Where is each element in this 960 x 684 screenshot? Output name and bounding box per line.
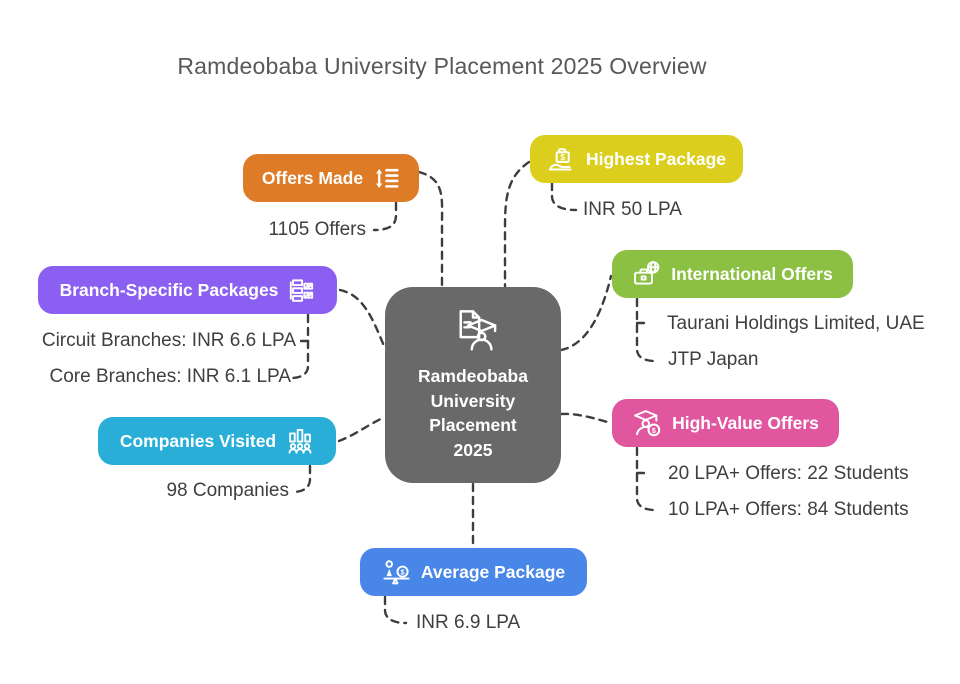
label-international-company-1: Taurani Holdings Limited, UAE bbox=[667, 313, 925, 334]
connector-center-to-highest bbox=[503, 160, 531, 289]
connector-international-labels bbox=[635, 297, 657, 363]
node-highest-package-label: Highest Package bbox=[585, 148, 727, 169]
center-line-4: 2025 bbox=[453, 439, 493, 460]
label-20lpa-offers: 20 LPA+ Offers: 22 Students bbox=[668, 463, 909, 484]
node-offers-made: Offers Made bbox=[243, 154, 419, 202]
node-high-value-offers-label: High-Value Offers bbox=[672, 412, 819, 433]
connector-offers-label bbox=[372, 201, 398, 232]
node-international-offers-label: International Offers bbox=[671, 263, 833, 284]
node-companies-visited: Companies Visited bbox=[98, 417, 336, 465]
connector-center-to-highvalue bbox=[559, 412, 613, 425]
connector-highvalue-labels bbox=[635, 446, 657, 512]
hierarchy-bars-icon bbox=[288, 277, 315, 304]
connector-companies-to-center bbox=[337, 415, 387, 443]
node-branch-specific-packages-label: Branch-Specific Packages bbox=[59, 279, 279, 300]
svg-text:$: $ bbox=[652, 426, 657, 435]
node-companies-visited-label: Companies Visited bbox=[119, 430, 277, 451]
chart-people-icon bbox=[286, 427, 314, 455]
node-international-offers: International Offers bbox=[612, 250, 853, 298]
connector-branch-to-center bbox=[338, 288, 386, 348]
page-title: Ramdeobaba University Placement 2025 Ove… bbox=[177, 53, 707, 79]
label-10lpa-offers: 10 LPA+ Offers: 84 Students bbox=[668, 499, 909, 520]
connector-average-label bbox=[383, 595, 408, 625]
node-highest-package: $ Highest Package bbox=[530, 135, 743, 183]
connector-companies-label bbox=[290, 464, 312, 494]
balance-coin-icon: $ bbox=[382, 558, 411, 587]
svg-text:$: $ bbox=[560, 152, 565, 162]
label-international-company-2: JTP Japan bbox=[668, 349, 759, 370]
node-branch-specific-packages: Branch-Specific Packages bbox=[38, 266, 337, 314]
connector-highest-label bbox=[550, 181, 578, 212]
node-average-package: $ Average Package bbox=[360, 548, 587, 596]
node-offers-made-label: Offers Made bbox=[261, 167, 364, 188]
center-line-3: Placement bbox=[429, 415, 517, 435]
node-high-value-offers: $ High-Value Offers bbox=[612, 399, 839, 447]
center-line-2: University bbox=[430, 390, 516, 411]
connector-offers-to-center bbox=[417, 170, 444, 289]
label-core-branches: Core Branches: INR 6.1 LPA bbox=[49, 366, 291, 387]
svg-text:$: $ bbox=[400, 567, 404, 576]
label-highest-package-value: INR 50 LPA bbox=[583, 199, 682, 220]
briefcase-dollar-hand-icon: $ bbox=[547, 145, 576, 174]
briefcase-globe-icon bbox=[632, 260, 661, 289]
label-companies-visited-value: 98 Companies bbox=[166, 480, 289, 501]
center-line-1: Ramdeobaba bbox=[418, 366, 528, 386]
graduate-coin-icon: $ bbox=[632, 408, 662, 438]
node-average-package-label: Average Package bbox=[420, 561, 566, 582]
connector-center-to-international bbox=[559, 274, 613, 352]
label-offers-made-value: 1105 Offers bbox=[268, 219, 366, 240]
center-node: Ramdeobaba University Placement 2025 bbox=[385, 287, 561, 483]
label-circuit-branches: Circuit Branches: INR 6.6 LPA bbox=[41, 330, 296, 351]
document-graduate-icon bbox=[446, 304, 500, 358]
sort-arrows-icon bbox=[373, 165, 400, 192]
center-node-label: Ramdeobaba University Placement 2025 bbox=[418, 364, 528, 462]
label-average-package-value: INR 6.9 LPA bbox=[416, 612, 521, 633]
